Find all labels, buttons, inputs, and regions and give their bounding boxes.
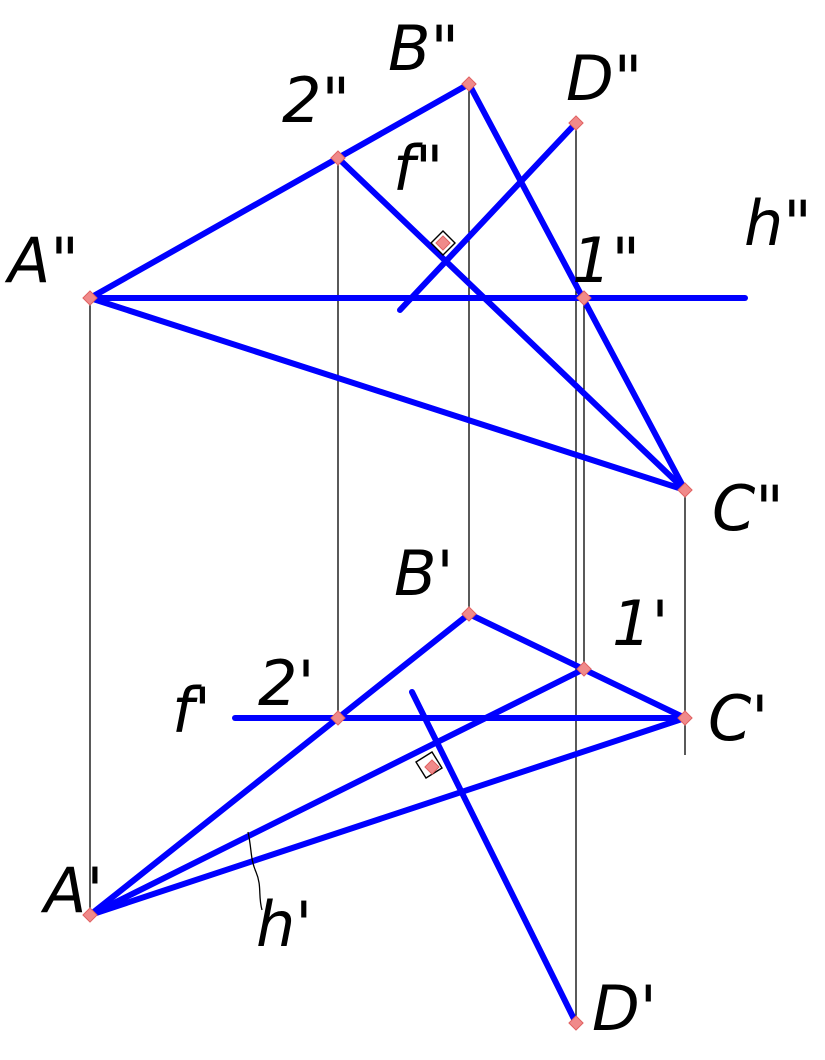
perpendicular-d1 (409, 689, 579, 1026)
point-a2 (82, 290, 98, 306)
point-1-1 (576, 661, 592, 677)
point-right-angle-lower (424, 759, 440, 775)
point-1-2 (576, 290, 592, 306)
label-1-2: 1" (572, 224, 640, 297)
label-f1: f' (172, 674, 211, 747)
frontal-projection (87, 81, 748, 493)
label-f2: f" (393, 132, 443, 205)
label-h2: h" (744, 187, 812, 260)
point-b2 (461, 76, 477, 92)
point-c1 (677, 710, 693, 726)
edge-a2-b2 (87, 81, 472, 301)
label-b1: B' (394, 537, 454, 610)
label-c1: C' (708, 682, 768, 755)
point-c2 (677, 482, 693, 498)
label-a1: A' (40, 854, 103, 927)
edge-a1-b1 (87, 611, 472, 918)
edge-b1-c1 (466, 611, 688, 721)
projection-lines (89, 84, 686, 1023)
right-angle-marker-upper (430, 230, 456, 256)
point-b1 (461, 606, 477, 622)
label-h1: h' (256, 888, 312, 961)
label-b2: B" (388, 12, 459, 85)
point-a1 (82, 907, 98, 923)
right-angle-marker-lower (415, 751, 443, 779)
labels: B" D" 2" f" A" 1" h" C" B' 1' f' 2' C' A… (4, 12, 812, 1045)
edge-b2-c2 (466, 81, 688, 493)
label-a2: A" (4, 224, 79, 297)
horizontal-projection (87, 611, 688, 1026)
label-2-2: 2" (282, 64, 350, 137)
point-2-2 (330, 150, 346, 166)
label-d1: D' (592, 972, 657, 1045)
point-2-1 (330, 710, 346, 726)
edge-a2-c2 (87, 295, 688, 493)
point-right-angle-upper (435, 235, 451, 251)
label-c2: C" (712, 472, 784, 545)
label-1-1: 1' (612, 587, 669, 660)
point-d1 (568, 1015, 584, 1031)
label-d2: D" (566, 42, 642, 115)
point-d2 (568, 115, 584, 131)
perpendicular-d2 (397, 120, 579, 313)
frontal-line-2-c (335, 155, 688, 493)
horizontal-line-h1 (87, 666, 587, 918)
label-2-1: 2' (258, 647, 315, 720)
edge-a1-c1 (87, 715, 688, 918)
leader-h1 (247, 831, 263, 911)
point-markers (82, 76, 693, 1031)
